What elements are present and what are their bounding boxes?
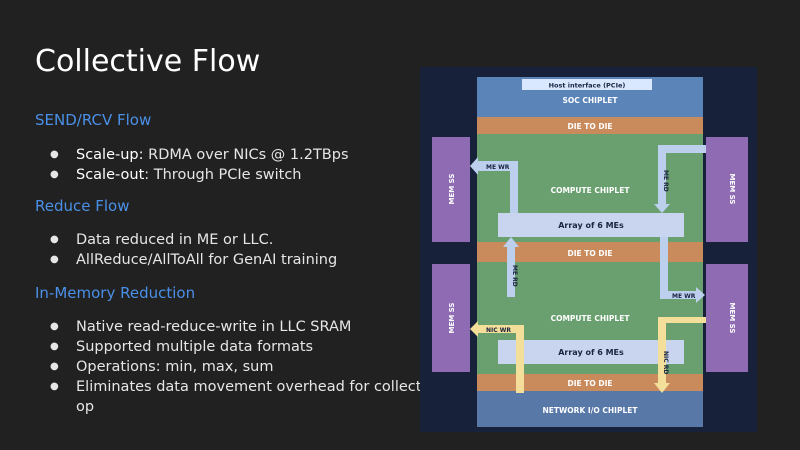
slide-title: Collective Flow xyxy=(35,44,261,79)
me-array-2-block xyxy=(498,340,684,364)
me-rd-top-arrow-body xyxy=(658,145,706,204)
me-rd-top-arrowhead xyxy=(654,204,670,213)
die-to-die-2-label: DIE TO DIE xyxy=(568,249,613,258)
me-array-1-label: Array of 6 MEs xyxy=(558,221,624,230)
nic-wr-arrowhead xyxy=(470,321,478,337)
chiplet-diagram: Host interface (PCIe) SOC CHIPLET DIE TO… xyxy=(420,67,757,432)
bullet-native-rrw: Native read-reduce-write in LLC SRAM xyxy=(50,317,435,337)
bullet-data-formats: Supported multiple data formats xyxy=(50,337,435,357)
bullet-scale-out: Scale-out: Through PCIe switch xyxy=(50,165,435,185)
reduce-bullet-list: Data reduced in ME or LLC. AllReduce/All… xyxy=(50,230,435,270)
nic-rd-label: NIC RD xyxy=(662,351,669,374)
mem-ss-right-bottom xyxy=(706,264,748,372)
section-heading-send-rcv: SEND/RCV Flow xyxy=(35,111,152,129)
compute-chiplet-2-label: COMPUTE CHIPLET xyxy=(551,314,631,323)
bullet-data-reduced: Data reduced in ME or LLC. xyxy=(50,230,435,250)
chiplet-diagram-svg: Host interface (PCIe) SOC CHIPLET DIE TO… xyxy=(432,77,748,427)
host-interface-block xyxy=(522,79,652,90)
nic-rd-arrowhead xyxy=(654,383,670,393)
mem-ss-left-bottom xyxy=(432,264,470,372)
me-wr-top-arrowhead xyxy=(470,157,478,175)
compute-chiplet-1-label: COMPUTE CHIPLET xyxy=(551,186,631,195)
network-io-chiplet-label: NETWORK I/O CHIPLET xyxy=(543,406,639,415)
me-wr-mid-arrowhead xyxy=(696,287,705,303)
nic-wr-label: NIC WR xyxy=(486,327,511,334)
die-to-die-1-block xyxy=(477,117,703,134)
me-wr-top-label: ME WR xyxy=(486,164,510,171)
die-to-die-3-block xyxy=(477,374,703,391)
me-wr-mid-label: ME WR xyxy=(672,293,696,300)
mem-ss-right-top-label: MEM SS xyxy=(728,174,736,205)
soc-chiplet-label: SOC CHIPLET xyxy=(563,96,619,105)
me-rd-mid-label: ME RD xyxy=(511,265,518,287)
bullet-allreduce: AllReduce/AllToAll for GenAI training xyxy=(50,250,435,270)
mem-ss-left-bottom-label: MEM SS xyxy=(448,303,456,334)
mem-ss-left-top xyxy=(432,137,470,242)
in-memory-bullet-list: Native read-reduce-write in LLC SRAM Sup… xyxy=(50,317,435,417)
die-to-die-2-block xyxy=(477,242,703,262)
bullet-operations: Operations: min, max, sum xyxy=(50,357,435,377)
mem-ss-right-top xyxy=(706,137,748,242)
me-rd-top-label: ME RD xyxy=(662,170,669,192)
me-wr-mid-arrow-body xyxy=(660,237,696,299)
die-to-die-3-label: DIE TO DIE xyxy=(568,379,613,388)
me-array-1-block xyxy=(498,213,684,237)
section-heading-in-memory: In-Memory Reduction xyxy=(35,284,196,302)
me-array-2-label: Array of 6 MEs xyxy=(558,348,624,357)
bullet-scale-up: Scale-up: RDMA over NICs @ 1.2TBps xyxy=(50,145,435,165)
me-rd-mid-arrow-body xyxy=(507,247,515,297)
host-interface-label: Host interface (PCIe) xyxy=(549,82,626,90)
send-rcv-bullet-list: Scale-up: RDMA over NICs @ 1.2TBps Scale… xyxy=(50,145,435,185)
nic-wr-arrow-body xyxy=(478,325,524,393)
me-rd-mid-arrowhead xyxy=(503,237,519,247)
nic-rd-arrow-body xyxy=(658,317,706,383)
network-io-chiplet-block xyxy=(477,391,703,427)
mem-ss-left-top-label: MEM SS xyxy=(448,174,456,205)
bullet-eliminates: Eliminates data movement overhead for co… xyxy=(50,377,435,417)
mem-ss-right-bottom-label: MEM SS xyxy=(728,303,736,334)
die-to-die-1-label: DIE TO DIE xyxy=(568,122,613,131)
me-wr-top-arrow-body xyxy=(478,161,518,213)
section-heading-reduce: Reduce Flow xyxy=(35,197,130,215)
